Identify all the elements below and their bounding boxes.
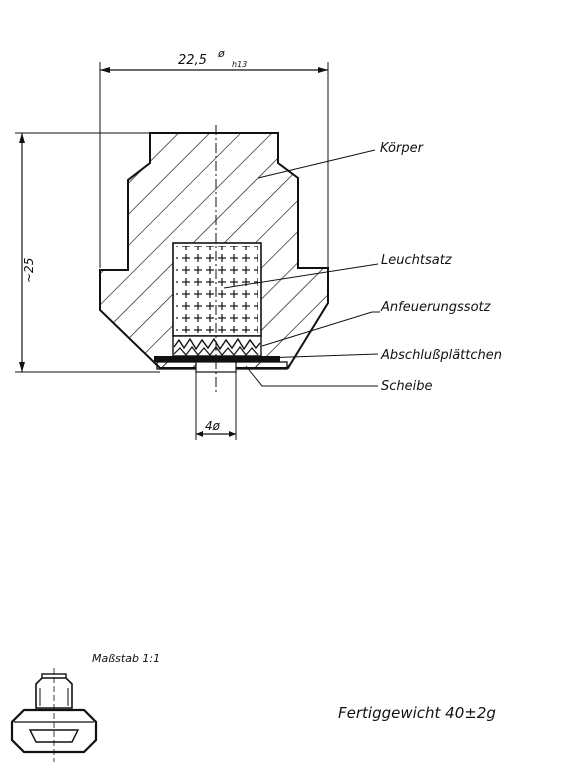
abschluss-plate xyxy=(154,356,280,362)
label-anfeuerungssatz: Anfeuerungssotz xyxy=(261,300,492,347)
label-leuchtsatz: Leuchtsatz xyxy=(223,253,453,289)
weight-label: Fertiggewicht 40±2g xyxy=(338,704,496,722)
width-diameter-symbol: ø xyxy=(217,47,225,60)
bore-label: 4ø xyxy=(205,419,221,433)
label-koerper: Körper xyxy=(257,141,425,179)
width-dimension: 22,5 ø h13 xyxy=(99,47,329,268)
bore-dimension: 4ø xyxy=(195,372,237,440)
width-tolerance: h13 xyxy=(232,60,247,69)
label-scheibe: Scheibe xyxy=(245,365,433,394)
leuchtsatz-label: Leuchtsatz xyxy=(381,253,453,268)
label-abschluss: Abschlußplättchen xyxy=(261,348,502,363)
abschluss-label: Abschlußplättchen xyxy=(380,348,502,363)
scale-view xyxy=(10,668,98,762)
scale-label: Maßstab 1:1 xyxy=(92,652,160,665)
height-label: ~25 xyxy=(22,258,36,283)
leuchtsatz-filling xyxy=(172,242,262,337)
height-dimension: ~25 xyxy=(15,132,160,373)
scheibe-label: Scheibe xyxy=(381,379,433,394)
anfeuerungssatz-label: Anfeuerungssotz xyxy=(380,300,492,315)
koerper-label: Körper xyxy=(380,141,425,156)
width-label: 22,5 xyxy=(178,53,207,68)
anfeuerungssatz-layer xyxy=(172,335,262,357)
